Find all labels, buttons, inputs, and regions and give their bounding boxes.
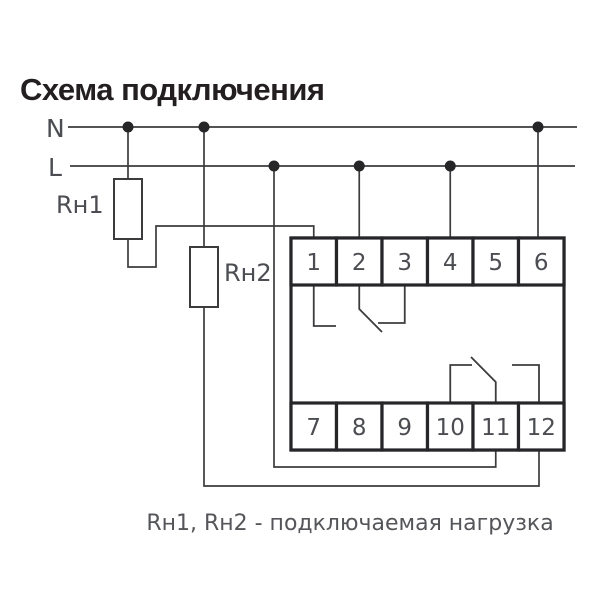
terminal-cell-8 <box>334 401 384 452</box>
line-label: L <box>48 153 62 182</box>
terminal-number-5: 5 <box>488 250 503 276</box>
terminal-number-9: 9 <box>397 415 412 441</box>
terminal-number-1: 1 <box>306 250 321 276</box>
terminal-number-8: 8 <box>352 415 367 441</box>
load2-resistor <box>189 246 219 308</box>
relay1-blade-terminal2 <box>358 286 383 333</box>
junction-dot <box>532 121 544 133</box>
junction-dot <box>268 160 280 172</box>
terminal-number-4: 4 <box>443 250 458 276</box>
load2-label: Rн2 <box>224 259 272 287</box>
terminal-cell-12 <box>516 401 566 452</box>
line-branch-to-terminal11-wire <box>273 166 497 468</box>
neutral-label: N <box>46 114 65 143</box>
load1-branch-wire <box>127 127 315 268</box>
junction-dot <box>444 160 456 172</box>
load1-resistor <box>113 178 143 240</box>
terminal-number-2: 2 <box>352 250 367 276</box>
load-legend-caption: Rн1, Rн2 - подключаемая нагрузка <box>146 511 553 536</box>
relay1-contact-terminal3 <box>378 286 406 324</box>
terminal-number-11: 11 <box>481 415 510 441</box>
terminal-number-7: 7 <box>306 415 321 441</box>
terminal-cell-1 <box>289 236 339 287</box>
load1-label: Rн1 <box>56 191 104 219</box>
junction-dot <box>353 160 365 172</box>
terminal-cell-4 <box>425 236 475 287</box>
page-title: Схема подключения <box>20 72 324 107</box>
junction-dot <box>198 121 210 133</box>
terminal-number-3: 3 <box>397 250 412 276</box>
terminal-cell-6 <box>516 236 566 287</box>
terminal-cell-5 <box>471 236 521 287</box>
terminal-number-12: 12 <box>527 415 556 441</box>
relay1-contact-terminal1 <box>312 286 336 327</box>
junction-dot <box>122 121 134 133</box>
relay2-contact-terminal12 <box>512 364 540 404</box>
relay2-blade-terminal11 <box>470 356 497 404</box>
terminal-number-10: 10 <box>436 415 465 441</box>
relay2-contact-terminal10 <box>449 364 472 404</box>
terminal-number-6: 6 <box>534 250 549 276</box>
